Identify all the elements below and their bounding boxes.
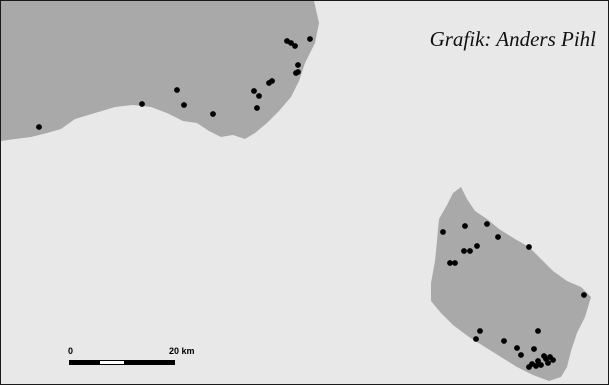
mainland-locality-dot: [254, 105, 260, 111]
island-locality-dot: [495, 234, 501, 240]
mainland-landmass: [1, 1, 319, 141]
mainland-locality-dot: [251, 88, 257, 94]
island-locality-dot: [440, 229, 446, 235]
island-locality-dot: [550, 357, 556, 363]
mainland-locality-dot: [293, 70, 299, 76]
mainland-locality-dot: [307, 36, 313, 42]
mainland-locality-dot: [295, 62, 301, 68]
island-locality-dot: [473, 336, 479, 342]
island-locality-dot: [581, 292, 587, 298]
island-locality-dot: [531, 346, 537, 352]
island-locality-dot: [474, 243, 480, 249]
mainland-locality-dot: [256, 93, 262, 99]
island-locality-dot: [467, 248, 473, 254]
island-locality-dot: [461, 248, 467, 254]
island-locality-dot: [535, 328, 541, 334]
scale-start-label: 0: [68, 346, 74, 356]
island-locality-dot: [477, 328, 483, 334]
island-locality-dot: [514, 345, 520, 351]
mainland-locality-dot: [36, 124, 42, 130]
island-locality-dot: [543, 356, 549, 362]
island-locality-dot: [452, 260, 458, 266]
mainland-locality-dot: [139, 101, 145, 107]
island-locality-dot: [526, 364, 532, 370]
scale-bar-white-segment: [100, 361, 124, 364]
mainland-locality-dot: [210, 111, 216, 117]
island-locality-dot: [501, 338, 507, 344]
scale-bar-graphic: [69, 360, 175, 365]
island-locality-dot: [518, 352, 524, 358]
mainland-locality-dot: [266, 80, 272, 86]
scale-end-label: 20 km: [169, 346, 195, 356]
mainland-locality-dot: [181, 102, 187, 108]
island-locality-dot: [484, 221, 490, 227]
island-locality-dot: [447, 260, 453, 266]
credit-label: Grafik: Anders Pihl: [429, 27, 596, 51]
mainland-locality-dot: [284, 38, 290, 44]
mainland-locality-dot: [174, 87, 180, 93]
mainland-locality-dot: [292, 43, 298, 49]
island-locality-dot: [526, 244, 532, 250]
island-locality-dot: [538, 362, 544, 368]
island-locality-dot: [535, 358, 541, 364]
locality-dots: [36, 36, 587, 370]
island-landmass: [431, 187, 591, 381]
scale-bar: 0 20 km: [68, 346, 229, 371]
island-locality-dot: [462, 223, 468, 229]
